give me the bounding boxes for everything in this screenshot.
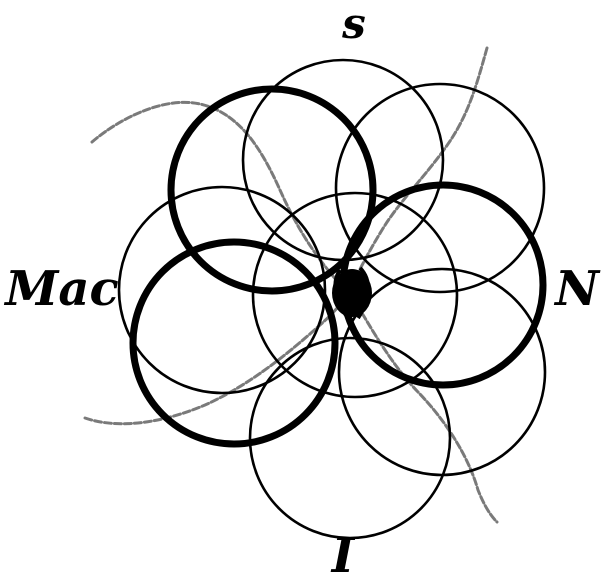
thick-rings <box>129 85 547 448</box>
thick-ring-upper-left <box>167 85 377 295</box>
vessel-track-lower-right <box>350 294 499 524</box>
label-top: s <box>341 0 366 48</box>
vessel-track-lower-left <box>83 292 350 426</box>
label-bottom: I <box>330 528 356 582</box>
ring-bottom <box>248 336 452 540</box>
vessel-track-upper-right <box>348 46 489 294</box>
thick-ring-right <box>339 181 547 389</box>
ring-center <box>251 191 459 399</box>
vessel-track-upper-left <box>90 100 347 292</box>
central-node <box>332 266 372 320</box>
ring-left <box>117 185 327 395</box>
thick-ring-left <box>129 238 339 448</box>
thin-rings <box>117 58 547 540</box>
label-right: N <box>553 261 601 317</box>
ring-upper-right <box>334 82 546 294</box>
label-left: Mac <box>3 261 118 317</box>
